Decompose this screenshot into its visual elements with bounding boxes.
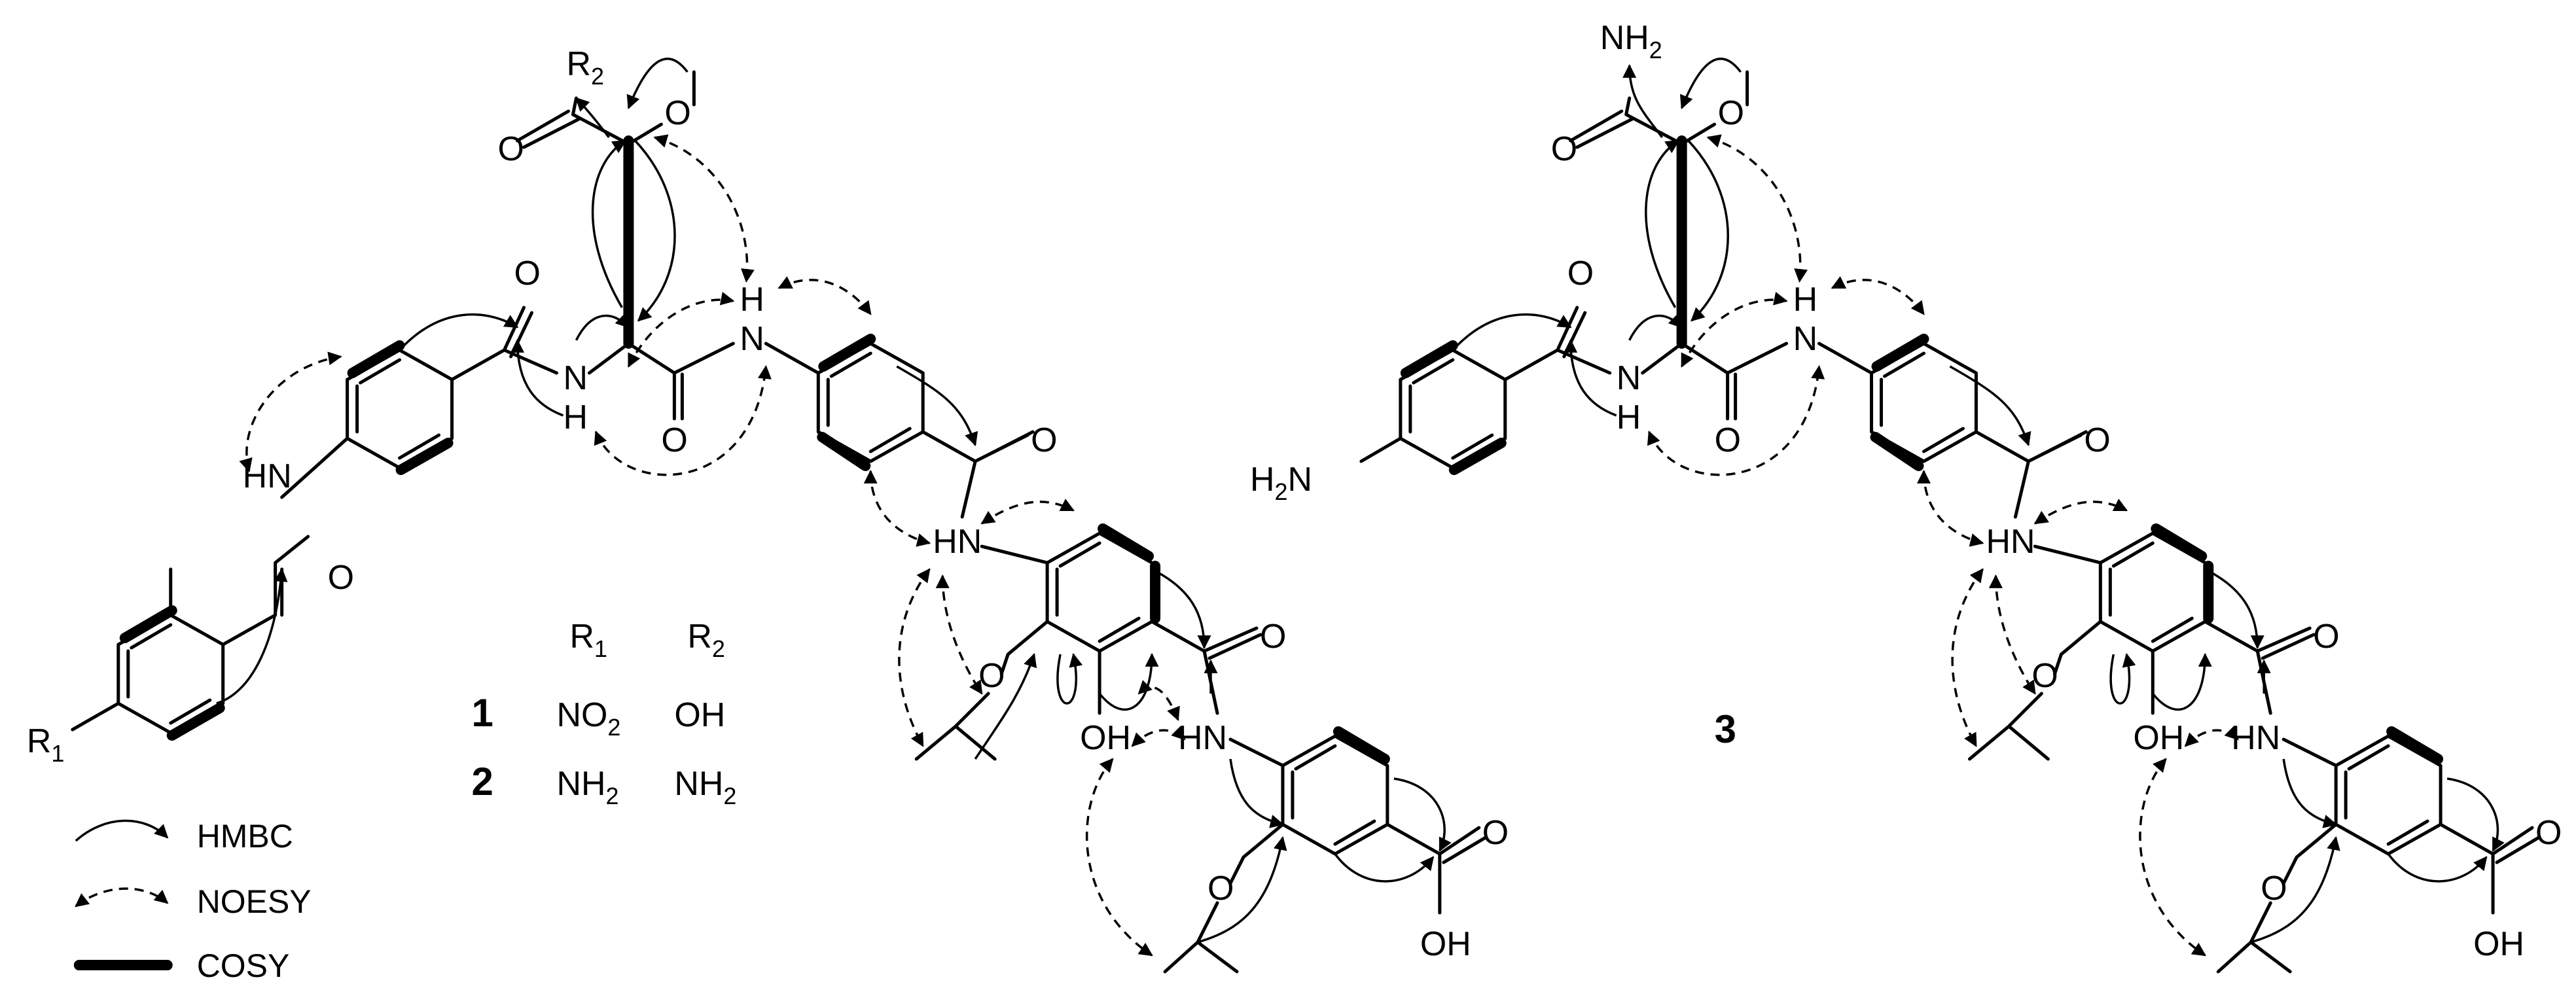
legend-noesy-swatch bbox=[75, 887, 169, 908]
row2-r2: NH2 bbox=[674, 765, 736, 809]
hmbc-arrows-1 bbox=[216, 58, 1452, 943]
substituent-table: R1 R2 1 NO2 OH 2 NH2 NH2 bbox=[472, 618, 737, 809]
o-amide-4: O bbox=[1031, 421, 1057, 459]
benzene-ring-c3 bbox=[1870, 334, 1978, 472]
n-amide-1-3: N bbox=[1617, 359, 1641, 397]
o-acid-3: O bbox=[2535, 814, 2562, 852]
o-amide-5-3: O bbox=[2313, 618, 2339, 656]
o-amide-1-3: O bbox=[1567, 255, 1594, 292]
benzene-ring-d3 bbox=[2098, 523, 2214, 653]
noesy-arrows-1 bbox=[239, 134, 1186, 957]
benzene-ring-e bbox=[1281, 726, 1390, 856]
oh-mid-3: OH bbox=[2133, 719, 2184, 757]
noesy-arrows-3 bbox=[1647, 134, 2239, 957]
r1-label: R1 bbox=[27, 722, 65, 767]
o-ether-top: O bbox=[664, 94, 690, 132]
oh-acid-3: OH bbox=[2473, 925, 2524, 963]
h-amide-1: H bbox=[563, 398, 588, 436]
nh2-top: NH2 bbox=[1600, 19, 1662, 63]
o-acid: O bbox=[1482, 814, 1509, 852]
h-amide-1-3: H bbox=[1617, 398, 1641, 436]
hmbc-arrows-3 bbox=[1452, 58, 2505, 943]
hn-aniline: HN bbox=[243, 457, 292, 495]
o-ether-bottom: O bbox=[1208, 870, 1234, 908]
o-amide-4-3: O bbox=[2084, 421, 2110, 459]
hn-mid-3: HN bbox=[1986, 523, 2035, 561]
row1-r2: OH bbox=[674, 696, 725, 734]
legend-hmbc-swatch bbox=[75, 819, 169, 842]
compound-3-label: 3 bbox=[1715, 707, 1736, 751]
h2n-left: H2N bbox=[1250, 461, 1312, 505]
legend-cosy-label: COSY bbox=[197, 947, 290, 984]
o-ether-mid-3: O bbox=[2031, 657, 2058, 695]
benzene-ring-a bbox=[116, 605, 225, 741]
compound-2-label: 2 bbox=[472, 760, 493, 803]
benzene-ring-c bbox=[816, 334, 925, 472]
legend-noesy-label: NOESY bbox=[197, 883, 312, 920]
row2-r1: NH2 bbox=[556, 765, 618, 809]
structure-3: NH2 O O O N H O H N H2N O HN O OH O HN O… bbox=[1250, 19, 2562, 974]
backbone-bonds-3 bbox=[1359, 70, 2541, 974]
legend: HMBC NOESY COSY bbox=[73, 818, 312, 984]
table-header-r1: R1 bbox=[569, 618, 607, 662]
o-carbonyl-top: O bbox=[498, 130, 524, 168]
o-ether-mid: O bbox=[978, 657, 1005, 695]
o-amide-5: O bbox=[1260, 618, 1286, 656]
o-amide-2-3: O bbox=[1715, 421, 1741, 459]
oh-acid: OH bbox=[1420, 925, 1471, 963]
benzene-ring-b3 bbox=[1399, 340, 1507, 476]
o-amide-1: O bbox=[514, 255, 540, 292]
o-amide-3: O bbox=[328, 559, 354, 597]
hn-mid: HN bbox=[933, 523, 982, 561]
n-amide-2: N bbox=[740, 320, 764, 358]
h-amide-2: H bbox=[740, 281, 764, 319]
oh-mid: OH bbox=[1080, 719, 1131, 757]
benzene-ring-e3 bbox=[2334, 726, 2444, 856]
o-amide-2: O bbox=[661, 421, 687, 459]
structure-1-2: R2 O O O N H O H N HN O R1 O HN O OH O H… bbox=[27, 45, 1509, 974]
h-amide-2-3: H bbox=[1793, 281, 1818, 319]
o-ether-top-3: O bbox=[1718, 94, 1744, 132]
hn-bottom-3: HN bbox=[2231, 719, 2280, 757]
hn-bottom: HN bbox=[1178, 719, 1227, 757]
atom-labels-3: NH2 O O O N H O H N H2N O HN O OH O HN O… bbox=[1250, 19, 2562, 963]
benzene-ring-d bbox=[1045, 523, 1161, 653]
o-carbonyl-top-3: O bbox=[1551, 130, 1577, 168]
n-amide-2-3: N bbox=[1793, 320, 1818, 358]
row1-r1: NO2 bbox=[556, 696, 620, 741]
legend-hmbc-label: HMBC bbox=[197, 818, 293, 855]
benzene-ring-b bbox=[346, 340, 454, 476]
table-header-r2: R2 bbox=[687, 618, 725, 662]
compound-1-label: 1 bbox=[472, 691, 493, 735]
o-ether-bottom-3: O bbox=[2261, 870, 2287, 908]
n-amide-1: N bbox=[563, 359, 588, 397]
r2-label: R2 bbox=[566, 45, 604, 90]
